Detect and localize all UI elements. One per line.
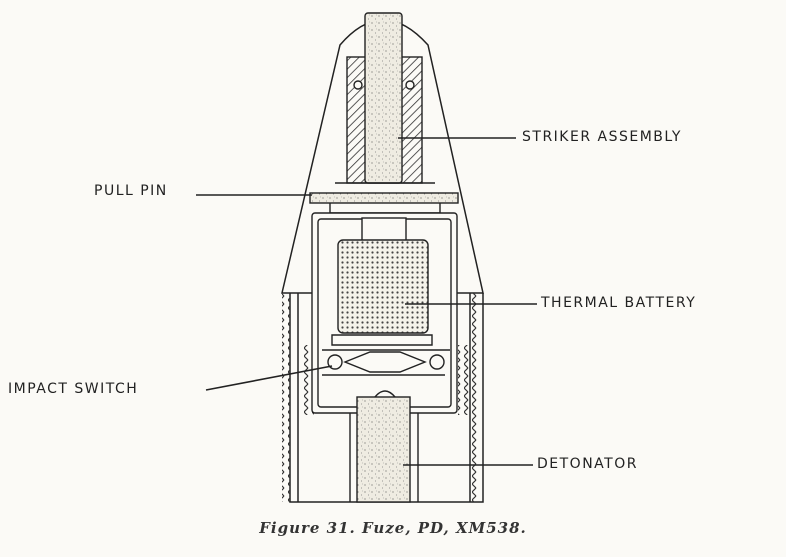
figure-caption: Figure 31. Fuze, PD, XM538.: [259, 519, 527, 537]
detonator-part: [349, 396, 419, 503]
label-thermal-battery: THERMAL BATTERY: [541, 295, 697, 311]
leader-lines: [196, 137, 537, 466]
thermal-battery-part: [311, 203, 458, 414]
label-detonator: DETONATOR: [537, 456, 638, 472]
leader-impact-switch: [205, 365, 333, 391]
label-striker-assembly: STRIKER ASSEMBLY: [522, 129, 682, 145]
label-impact-switch: IMPACT SWITCH: [8, 381, 139, 397]
pull-pin-part: [309, 192, 459, 204]
label-pull-pin: PULL PIN: [94, 183, 168, 199]
striker-assembly-part: [335, 12, 435, 184]
impact-switch-part: [322, 349, 450, 398]
